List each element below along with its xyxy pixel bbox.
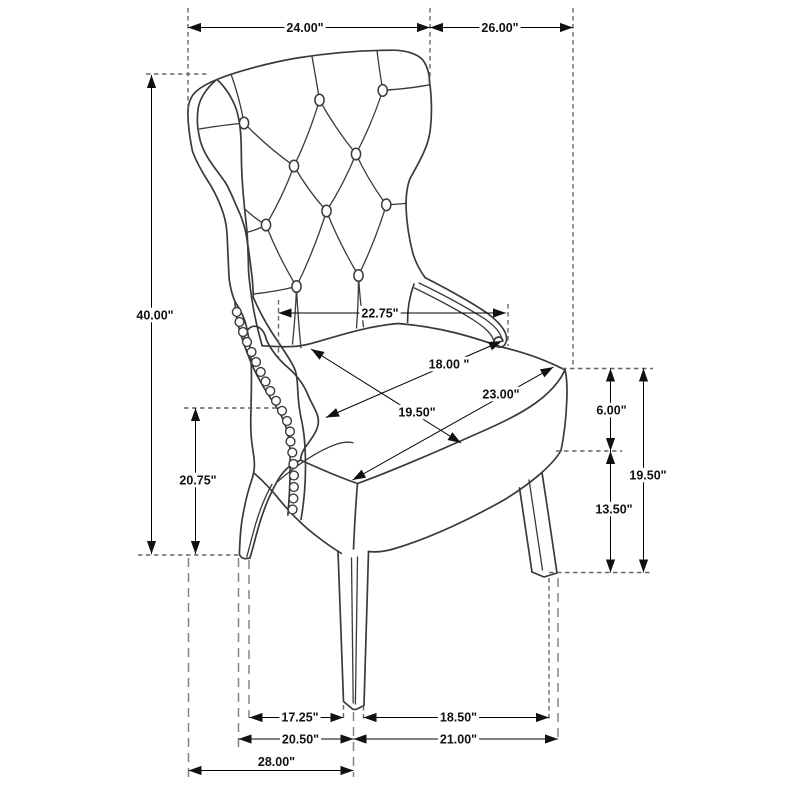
- svg-text:20.75": 20.75": [179, 474, 216, 488]
- svg-text:40.00": 40.00": [136, 309, 173, 323]
- svg-text:6.00": 6.00": [596, 404, 626, 418]
- svg-text:23.00": 23.00": [482, 388, 519, 402]
- svg-text:26.00": 26.00": [481, 21, 518, 35]
- svg-text:18.50": 18.50": [440, 711, 477, 725]
- svg-text:21.00": 21.00": [440, 733, 477, 747]
- svg-text:18.00 ": 18.00 ": [429, 358, 470, 372]
- svg-text:19.50": 19.50": [398, 406, 435, 420]
- svg-text:19.50": 19.50": [629, 469, 666, 483]
- svg-text:20.50": 20.50": [282, 733, 319, 747]
- svg-text:13.50": 13.50": [595, 503, 632, 517]
- svg-text:17.25": 17.25": [281, 711, 318, 725]
- svg-text:22.75": 22.75": [361, 307, 398, 321]
- svg-text:24.00": 24.00": [286, 21, 323, 35]
- svg-text:28.00": 28.00": [258, 755, 295, 769]
